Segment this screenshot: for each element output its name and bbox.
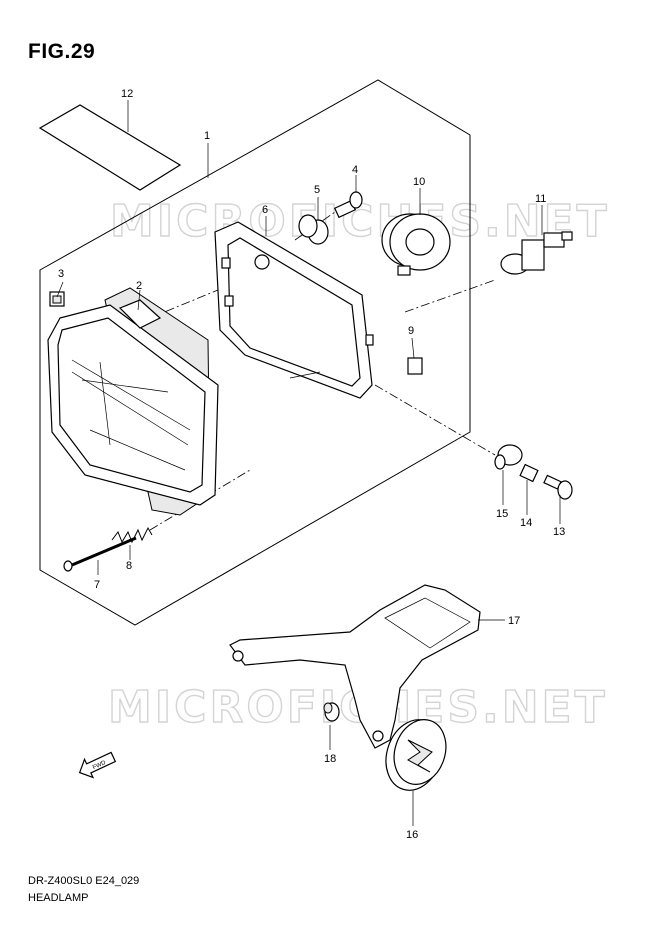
- assembly-outline: [39, 79, 471, 626]
- part-bracket: [229, 584, 481, 749]
- diagram-code: DR-Z400SL0 E24_029: [28, 875, 140, 887]
- part-bolt-13: [543, 474, 573, 500]
- part-bulb: [500, 231, 573, 275]
- part-nut-3: [49, 291, 65, 307]
- part-grommet-15: [494, 444, 523, 470]
- callout-1: 1: [204, 130, 210, 142]
- callout-17: 17: [508, 615, 520, 627]
- callout-14: 14: [520, 517, 532, 529]
- callout-15: 15: [496, 508, 508, 520]
- callout-11: 11: [535, 193, 546, 205]
- callout-10: 10: [413, 176, 425, 188]
- part-nut-18: [323, 702, 340, 722]
- fwd-arrow-icon: FWD: [78, 751, 117, 779]
- callout-18: 18: [324, 753, 336, 765]
- figure-title: FIG.29: [28, 40, 96, 63]
- callout-9: 9: [408, 325, 414, 337]
- callout-12: 12: [121, 88, 133, 100]
- guide-line: [149, 284, 231, 319]
- part-screw-7: [63, 536, 137, 572]
- part-mounting-frame: [214, 221, 374, 399]
- callout-16: 16: [406, 829, 418, 841]
- part-headlamp-unit: [47, 287, 219, 516]
- part-socket-cover: [381, 213, 451, 276]
- callout-7: 7: [94, 579, 100, 591]
- guide-line: [404, 279, 496, 313]
- guide-line: [374, 384, 496, 456]
- leader-lines: [56, 100, 561, 826]
- callout-13: 13: [553, 526, 565, 538]
- part-spring-8: [111, 526, 153, 544]
- callout-3: 3: [58, 268, 64, 280]
- diagram-name: HEADLAMP: [28, 892, 89, 904]
- callout-2: 2: [136, 280, 142, 292]
- part-collar-14: [519, 463, 539, 483]
- part-label-sheet: [38, 104, 182, 191]
- fwd-label: FWD: [92, 760, 108, 771]
- callout-8: 8: [126, 560, 132, 572]
- callout-6: 6: [262, 204, 268, 216]
- part-grommet-5: [298, 214, 329, 245]
- callout-4: 4: [352, 164, 358, 176]
- part-clip-nut-9: [407, 357, 423, 375]
- part-reflector: [385, 719, 447, 791]
- callout-5: 5: [314, 184, 320, 196]
